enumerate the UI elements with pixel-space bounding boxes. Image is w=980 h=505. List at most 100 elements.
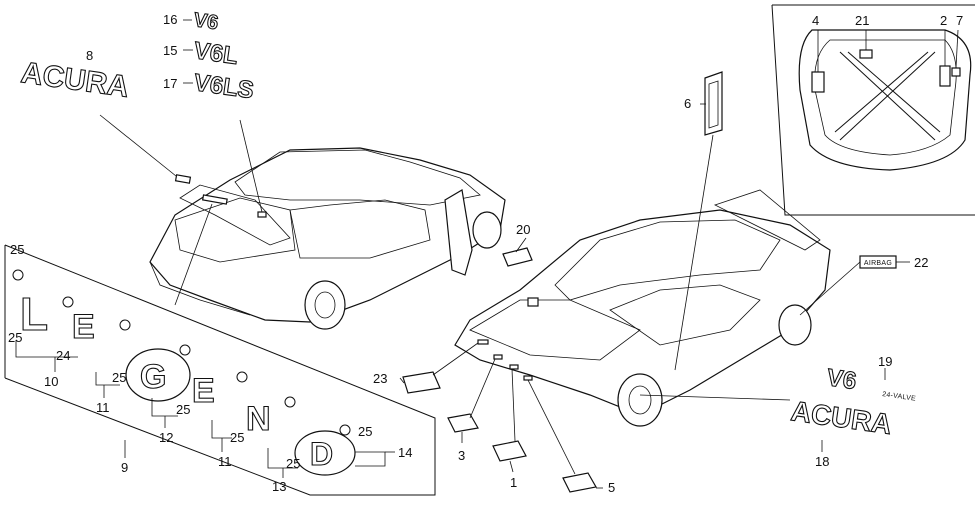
sedan-trunk <box>174 197 296 263</box>
emblem-v6l: V6L <box>192 37 240 71</box>
hood-brace-a2 <box>847 51 941 133</box>
coupe-tag-3 <box>493 354 503 360</box>
leader-5-car <box>527 379 576 475</box>
clip-25-b <box>179 344 191 356</box>
callout-6: 6 <box>684 96 691 111</box>
callout-24: 24 <box>56 348 70 363</box>
callout-25-a: 25 <box>8 330 22 345</box>
callout-18: 18 <box>815 454 829 469</box>
hood-brace-b <box>839 51 936 141</box>
leader-1 <box>509 460 514 473</box>
sedan-tag-c <box>257 211 267 218</box>
airbag-label-text: AIRBAG <box>864 260 892 267</box>
callout-25-g: 25 <box>10 242 24 257</box>
leader-legend-trunk <box>174 203 213 306</box>
hood-inset <box>771 4 975 216</box>
bracket-12 <box>151 398 178 417</box>
sedan-cabin <box>289 199 431 259</box>
coupe-rear-wheel <box>778 304 812 346</box>
leader-23-car <box>432 342 479 376</box>
callout-25-e: 25 <box>286 456 300 471</box>
callout-12: 12 <box>159 430 173 445</box>
callout-25-d: 25 <box>230 430 244 445</box>
inset-border <box>771 4 975 216</box>
label-2-hood <box>939 65 951 87</box>
label-sheet-6 <box>704 71 723 136</box>
leader-8 <box>99 114 177 177</box>
clip-25-e <box>339 424 351 436</box>
label-sheet-1 <box>492 440 527 462</box>
coupe-cabin <box>609 284 761 346</box>
bracket-14 <box>355 451 386 467</box>
coupe-front-hub <box>628 385 652 415</box>
emblem-acura-left: ACURA <box>18 56 131 105</box>
label-4-hood <box>811 71 825 93</box>
callout-22: 22 <box>914 255 928 270</box>
callout-numbers: 1 2 3 4 5 6 7 8 9 10 11 11 12 13 14 15 1… <box>8 12 963 495</box>
leader-22-car <box>799 261 861 316</box>
letter-n: N <box>246 400 271 438</box>
coupe-hood <box>469 299 641 361</box>
airbag-label: AIRBAG <box>859 255 897 269</box>
leader-v6-trunk <box>239 119 263 213</box>
clip-25-d <box>284 396 296 408</box>
callout-8: 8 <box>86 48 93 63</box>
callout-3: 3 <box>458 448 465 463</box>
leader-23 <box>399 377 405 384</box>
leader-6-down <box>674 134 714 371</box>
emblem-v6ls-text: V6LS <box>192 69 255 104</box>
leader-3-car <box>469 358 496 419</box>
callout-11-b: 11 <box>218 454 232 469</box>
clip-24-b <box>62 296 74 308</box>
callout-21: 21 <box>855 13 869 28</box>
sedan-rear-hub <box>314 291 336 319</box>
leader-7 <box>955 29 959 69</box>
emblem-acura-right: ACURA <box>789 395 895 441</box>
letter-panel-border <box>4 244 436 496</box>
coupe-front-wheel <box>617 373 663 427</box>
leader-1-car <box>511 368 516 442</box>
leader-20 <box>515 237 527 253</box>
clip-24-a <box>12 269 24 281</box>
emblem-v6-24valve-sub: 24-VALVE <box>882 391 917 403</box>
letter-g: G <box>140 358 166 396</box>
emblem-v6-text: V6 <box>192 9 219 34</box>
label-21-hood <box>859 49 873 59</box>
letter-d: D <box>310 436 333 472</box>
callout-25-c: 25 <box>176 402 190 417</box>
hood-panel <box>798 29 972 171</box>
label-sheet-20 <box>502 247 533 267</box>
letter-e-second: E <box>192 372 215 410</box>
leader-emblems-right <box>639 394 791 401</box>
callout-25-b: 25 <box>112 370 126 385</box>
emblem-acura-right-text: ACURA <box>789 395 893 440</box>
sedan-rear-view <box>149 147 506 330</box>
coupe-tag-20 <box>527 297 539 307</box>
label-sheet-5 <box>562 472 597 493</box>
trunk-lid-open <box>179 184 291 246</box>
clip-25-a <box>119 319 131 331</box>
callout-9: 9 <box>121 460 128 475</box>
emblem-v6l-text: V6L <box>192 37 239 70</box>
coupe-tag-23 <box>477 339 489 345</box>
coupe-roof <box>554 219 781 301</box>
label-7-hood <box>951 67 961 77</box>
bracket-11-b <box>211 420 232 439</box>
label-sheet-6-inner <box>708 80 719 129</box>
callout-17: 17 <box>163 76 177 91</box>
sedan-front-wheel <box>472 211 502 249</box>
emblem-v6-24valve: V6 24-VALVE <box>825 364 917 403</box>
sedan-rear-wheel <box>304 280 346 330</box>
letter-d-badge <box>294 430 356 476</box>
label-sheet-3 <box>447 413 479 433</box>
sedan-tag-a <box>174 174 192 184</box>
emblem-v6ls: V6LS <box>192 69 256 105</box>
callout-4: 4 <box>812 13 819 28</box>
coupe-tag-1 <box>509 364 519 370</box>
leader-lines <box>15 19 910 489</box>
sedan-tag-b <box>201 194 228 205</box>
coupe-front-view <box>454 189 831 427</box>
sedan-open-door <box>444 189 473 276</box>
callout-23: 23 <box>373 371 387 386</box>
label-sheet-23 <box>402 371 441 394</box>
